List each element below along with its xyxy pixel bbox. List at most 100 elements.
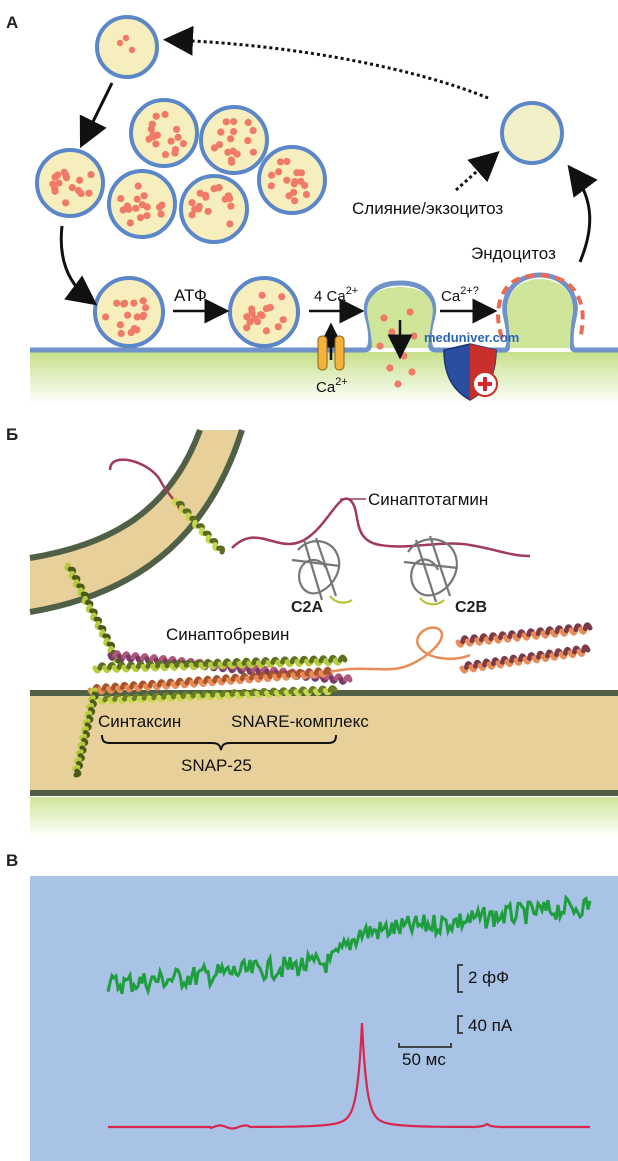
syntaxin-helix-turn — [337, 654, 348, 663]
transmitter-dot — [210, 185, 218, 193]
fused-vesicle-fill — [367, 287, 433, 348]
transmitter-dot — [262, 305, 271, 313]
scale-bar-time — [398, 1043, 452, 1048]
filled-vesicle — [129, 98, 199, 168]
transmitter-dot — [142, 304, 150, 312]
transmitter-dot — [248, 305, 256, 313]
transmitter-dot — [253, 317, 262, 326]
transmitter-dot — [152, 112, 160, 120]
scale-current-label: 40 пА — [468, 1016, 513, 1035]
transmitter-dot — [291, 197, 299, 205]
transmitter-dot — [102, 313, 110, 321]
transmitter-dot — [302, 190, 311, 199]
c2a-domain-icon — [291, 537, 353, 604]
transmitter-dot — [51, 173, 59, 181]
transmitter-dot — [153, 131, 162, 139]
transmitter-dot — [119, 206, 127, 214]
transmitter-dot — [121, 299, 129, 307]
scale-capacitance-label: 2 фФ — [468, 968, 509, 987]
transmitter-dot — [204, 207, 212, 215]
transmitter-dot — [224, 148, 232, 156]
released-transmitter-dot — [400, 352, 408, 360]
transmitter-dot — [126, 219, 134, 227]
neurotransmitter-dots — [49, 34, 418, 388]
snap25-right-helix-turn — [582, 622, 593, 631]
transmitter-dot — [133, 195, 141, 203]
transmitter-dot — [227, 135, 235, 143]
released-transmitter-dot — [410, 332, 418, 340]
snare-complex-label: SNARE-комплекс — [231, 712, 369, 731]
transmitter-dot — [85, 189, 93, 197]
current-trace — [108, 1022, 590, 1130]
transmitter-dot — [174, 133, 182, 141]
snap25-right-helices — [455, 622, 593, 674]
transmitter-dot — [133, 313, 141, 321]
endocytosis-label: Эндоцитоз — [471, 244, 556, 263]
transmitter-dot — [134, 182, 142, 190]
transmitter-dot — [148, 120, 156, 128]
transmitter-dot — [249, 148, 257, 156]
transmitter-dot — [224, 192, 233, 200]
transmitter-dot — [196, 189, 204, 197]
transmitter-dot — [145, 135, 153, 143]
transmitter-dot — [172, 125, 181, 133]
transmitter-dot — [125, 205, 133, 213]
transmitter-dot — [116, 321, 124, 329]
transmitter-dot — [76, 176, 84, 184]
transmitter-dot — [77, 189, 85, 198]
snare-brace — [101, 734, 337, 751]
transmitter-dot — [233, 150, 241, 158]
snap25-right-helix-turn — [581, 644, 591, 654]
panel-c-background — [30, 876, 618, 1161]
transmitter-dot — [143, 212, 151, 220]
synaptobrevin-helix-turn — [342, 674, 353, 683]
docked-vesicle-2 — [228, 276, 300, 348]
transmitter-dot — [130, 299, 138, 307]
transmitter-dot — [117, 329, 125, 338]
vesicle-membrane-edge-inner — [29, 429, 245, 615]
ca-question-label: Ca2+? — [441, 285, 479, 305]
snap25-helix-turn — [327, 685, 338, 693]
transmitter-dot — [274, 323, 282, 331]
transmitter-dot — [195, 205, 203, 213]
panel-a: А — [6, 13, 618, 404]
fusion-exocytosis-label: Слияние/экзоцитоз — [352, 199, 503, 218]
transmitter-dot — [132, 204, 140, 212]
transmitter-dot — [117, 194, 125, 203]
transmitter-dot — [230, 128, 238, 136]
transmitter-dot — [267, 182, 275, 190]
filled-vesicle — [35, 148, 105, 218]
transmitter-dot — [116, 39, 124, 47]
transmitter-dot — [289, 188, 298, 197]
transmitter-dot — [291, 178, 299, 186]
transmitter-dot — [87, 170, 95, 179]
watermark-shield-icon — [443, 343, 498, 401]
released-transmitter-dot — [388, 328, 396, 336]
transmitter-dot — [179, 140, 188, 148]
transmitter-dot — [143, 203, 151, 211]
transmitter-dot — [155, 203, 164, 211]
released-transmitter-dot — [408, 368, 416, 376]
synaptotagmin-tm-helix — [171, 497, 226, 555]
transmitter-dot — [51, 187, 59, 195]
vesicle-membrane-edge-outer — [29, 428, 203, 561]
ca-channel-label: Ca2+ — [316, 376, 348, 396]
transmitter-dot — [68, 184, 76, 192]
released-transmitter-dot — [406, 308, 414, 316]
syntaxin-tm-helix-turn — [73, 768, 82, 778]
panel-c: В 2 фФ 40 пА 50 мс — [6, 851, 618, 1161]
transmitter-dot — [257, 311, 265, 319]
panel-c-letter: В — [6, 851, 18, 870]
panel-a-letter: А — [6, 13, 18, 32]
transmitter-dot — [262, 327, 270, 335]
released-transmitter-dot — [380, 314, 388, 322]
transmitter-dot — [55, 179, 63, 187]
capacitance-trace — [106, 894, 592, 997]
transmitter-dot — [230, 117, 238, 126]
transmitter-dot — [161, 150, 170, 159]
arrow-endocytosis — [567, 164, 598, 263]
transmitter-dot — [124, 311, 132, 319]
transmitter-dot — [268, 171, 276, 179]
transmitter-dot — [243, 324, 251, 332]
